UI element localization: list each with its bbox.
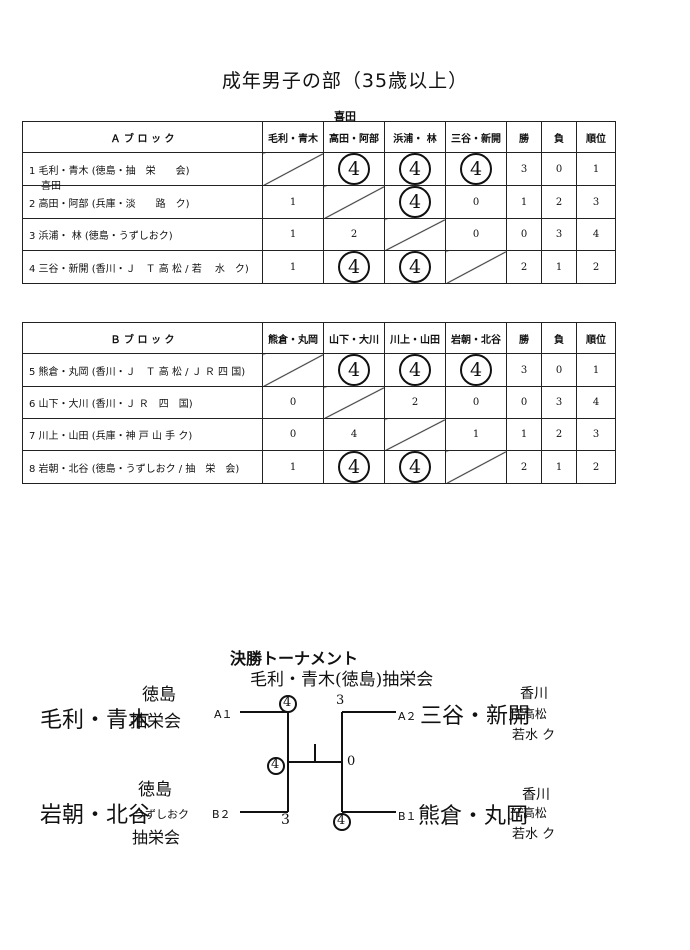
team-name: 5 熊倉・丸岡 (香川・Ｊ Ｔ 高 松 / Ｊ Ｒ 四 国) [22,353,263,387]
score-b1: 4 [337,813,346,828]
score-circle [267,757,285,775]
b2-seed: B２ [212,808,231,821]
score-cell: 4 [384,250,446,284]
team-name: 6 山下・大川 (香川・Ｊ Ｒ 四 国) [22,386,263,419]
b2-club: うずしおク [134,808,189,821]
score-cell: 4 [384,450,446,484]
block-a-table: Ａ ブ ロ ッ ク 毛利・青木 喜田 高田・阿部 浜浦・ 林 三谷・新開 勝 負… [22,110,616,284]
score-cell: 0 [445,185,507,219]
team-name: 8 岩朝・北谷 (徳島・うずしおク / 抽 栄 会) [22,450,263,484]
a2-prefecture: 香川 [520,686,548,702]
diagonal-cell [262,152,324,186]
score-cell: 4 [323,450,385,484]
rank-cell: 3 [576,418,616,451]
b1-seed: B１ [398,810,417,823]
score-cell: 4 [384,353,446,387]
final-tournament-title: 決勝トーナメント [230,649,359,668]
score-a2: 3 [336,693,345,708]
col-header: 熊倉・丸岡 [262,322,324,354]
b1-club: JT高松 [510,806,547,820]
score-semi-right: 0 [347,754,356,769]
rank-cell: 2 [576,450,616,484]
diagonal-cell [262,353,324,387]
a2-team-name: 三谷・新開 [420,704,531,729]
losses-cell: 0 [541,152,577,186]
a2-seed: A２ [398,710,417,723]
score-cell: 4 [384,185,446,219]
wins-cell: 2 [506,450,542,484]
a2-club: JT高松 [510,707,547,721]
rank-cell: 1 [576,152,616,186]
score-cell: 4 [323,152,385,186]
wins-cell: 3 [506,152,542,186]
team-note: 喜田 [41,181,61,192]
score-cell: 1 [262,185,324,219]
col-header: 毛利・青木 [262,121,324,153]
diagonal-cell [323,185,385,219]
a1-club: 抽栄会 [130,712,181,732]
block-a-label: Ａ ブ ロ ッ ク [22,121,263,153]
score-cell: 1 [262,218,324,251]
b1-club-2: 若水 ク [512,827,556,842]
b2-team-name: 岩朝・北谷 [40,803,151,828]
score-cell: 1 [445,418,507,451]
b1-team-name: 熊倉・丸岡 [418,804,529,829]
score-cell: 4 [445,353,507,387]
col-header: 喜田 高田・阿部 [323,110,385,153]
team-name: 4 三谷・新開 (香川・Ｊ Ｔ 高 松 / 若 水 ク) [22,250,263,284]
col-header: 岩朝・北谷 [445,322,507,354]
score-b2: 3 [281,812,290,828]
col-header: 川上・山田 [384,322,446,354]
losses-cell: 0 [541,353,577,387]
a1-seed: A１ [214,708,233,721]
team-name: 喜田 2 高田・阿部 (兵庫・淡 路 ク) [22,181,263,219]
col-header-note: 喜田 [334,110,356,123]
champion-label: 毛利・青木(徳島)抽栄会 [250,670,434,690]
table-row: 5 熊倉・丸岡 (香川・Ｊ Ｔ 高 松 / Ｊ Ｒ 四 国) 4 4 4 3 0… [22,353,616,387]
rank-cell: 3 [576,185,616,219]
losses-cell: 1 [541,450,577,484]
wins-cell: 0 [506,386,542,419]
b2-club-2: 抽栄会 [132,828,181,847]
a1-team-name: 毛利・青木 [40,708,151,733]
block-b-table: Ｂ ブ ロ ッ ク 熊倉・丸岡 山下・大川 川上・山田 岩朝・北谷 勝 負 順位… [22,322,616,484]
team-name: 1 毛利・青木 (徳島・抽 栄 会) [22,152,263,186]
score-semi-left: 4 [271,757,280,772]
table-row: 8 岩朝・北谷 (徳島・うずしおク / 抽 栄 会) 1 4 4 2 1 2 [22,450,616,484]
score-cell: 1 [262,250,324,284]
score-a1: 4 [283,695,292,710]
diagonal-cell [445,450,507,484]
col-header-rank: 順位 [576,121,616,153]
score-cell: 1 [262,450,324,484]
score-circle [333,813,351,831]
table-row: 6 山下・大川 (香川・Ｊ Ｒ 四 国) 0 2 0 0 3 4 [22,386,616,419]
table-row: 4 三谷・新開 (香川・Ｊ Ｔ 高 松 / 若 水 ク) 1 4 4 2 1 2 [22,250,616,284]
b2-prefecture: 徳島 [138,780,172,800]
rank-cell: 4 [576,218,616,251]
diagonal-cell [445,250,507,284]
score-cell: 0 [445,386,507,419]
page-title: 成年男子の部（35歳以上） [221,70,469,92]
a2-club-2: 若水 ク [512,728,556,743]
score-cell: 0 [262,418,324,451]
diagonal-cell [323,386,385,419]
rank-cell: 2 [576,250,616,284]
wins-cell: 2 [506,250,542,284]
col-header-wins: 勝 [506,121,542,153]
score-circle [279,695,297,713]
diagonal-cell [384,218,446,251]
b1-prefecture: 香川 [522,787,550,803]
score-cell: 4 [323,250,385,284]
diagonal-cell [384,418,446,451]
a1-prefecture: 徳島 [142,685,176,705]
table-row: 1 毛利・青木 (徳島・抽 栄 会) 4 4 4 3 0 1 [22,152,616,186]
rank-cell: 4 [576,386,616,419]
